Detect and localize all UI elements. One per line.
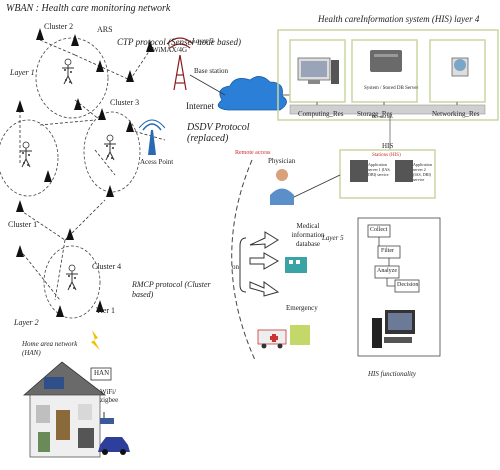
cluster-4-ellipse <box>43 245 101 319</box>
cluster-2-label: Cluster 2 <box>44 22 74 31</box>
ars-label: ARS <box>97 25 113 34</box>
networking-res-label: Networking_Res <box>432 110 480 118</box>
flow-decision: Decision <box>397 282 419 288</box>
han-box <box>90 367 112 381</box>
cluster-4-label: Cluster 4 <box>92 262 122 271</box>
flow-analyze: Analyze <box>377 268 397 274</box>
his-bus <box>289 104 486 115</box>
brace <box>239 237 247 293</box>
computing-res-icon <box>297 57 339 84</box>
his-functionality-label: HIS functionality <box>368 370 417 378</box>
flow-arrows <box>378 237 395 287</box>
medical-db-label: Medical information database <box>291 222 325 248</box>
storage-res-label: Storage_Res <box>357 110 393 118</box>
physician-label: Physician <box>268 157 296 165</box>
layer-5-label: Layer 5 <box>322 234 344 242</box>
rmcp-protocol-label: RMCP protocol (Cluster based) <box>132 280 211 299</box>
app-server-1-label: Application server 1 (IAS, DBI) service <box>368 162 391 177</box>
computing-res-label: Computing_Res <box>298 110 344 118</box>
patient-cluster-4 <box>65 264 79 291</box>
access-point-icon <box>138 119 166 155</box>
dsdv-label: DSDV Protocol (replaced) <box>187 122 250 144</box>
workstation-icon <box>372 310 415 348</box>
cluster-1-label: Cluster 1 <box>8 220 38 229</box>
internet-cloud-icon <box>217 76 287 111</box>
his-frame <box>277 29 499 121</box>
han-label: HAN <box>94 369 110 377</box>
bus-caption: HIS data bus <box>372 114 393 119</box>
ctp-protocol-label: CTP protocol (Senser node based) <box>117 37 241 47</box>
layer-2-label: Layer 2 <box>14 318 39 327</box>
layer-3-label: Layer 3 <box>192 37 214 45</box>
wimax-label: WiMAX/4G <box>152 46 188 54</box>
his-title: Health careInformation system (HIS) laye… <box>318 14 480 24</box>
networking-res-icon <box>451 57 469 77</box>
patient-cluster-1 <box>19 141 33 168</box>
cluster-3-label: Cluster 3 <box>110 98 140 107</box>
patient-cluster-3 <box>103 134 117 161</box>
his-label: HIS <box>382 142 394 150</box>
emergency-icon <box>257 325 310 349</box>
patient-cluster-2 <box>61 58 75 85</box>
flow-collect: Collect <box>370 227 388 233</box>
wifi-label: WiFi/ zigbee <box>100 388 119 404</box>
cluster-links <box>19 39 166 301</box>
access-point-label: Acess Point <box>140 158 174 166</box>
han-title-label: Home area network (HAN) <box>22 340 78 357</box>
remote-access-label: Remote access <box>235 150 271 156</box>
base-station-icon <box>166 37 194 91</box>
lightning-icon <box>91 330 100 350</box>
car-icon <box>98 437 130 455</box>
tier-1-label: Tier 1 <box>96 306 116 315</box>
remote-access-arc <box>231 159 256 361</box>
cluster-3-ellipse <box>83 111 141 193</box>
layer-1-label: Layer 1 <box>10 68 35 77</box>
base-station-label: Base station <box>194 67 229 75</box>
access-arrows <box>249 231 280 297</box>
emergency-label: Emergency <box>286 304 318 312</box>
storage-res-icon <box>370 50 402 72</box>
home-icon <box>22 361 107 458</box>
internet-label: Internet <box>186 101 214 111</box>
wban-title: WBAN : Health care monitoring network <box>6 3 171 14</box>
storage-caption: System / Stored DB Server <box>364 86 419 91</box>
on-label: on <box>232 263 239 271</box>
router-icon <box>100 412 114 424</box>
stations-caption: Stations (HIS) <box>372 153 401 158</box>
app-server-2-label: Application server 2 (IAS, DBI) service <box>413 162 432 182</box>
medical-db-icon <box>285 257 307 273</box>
cluster-1-ellipse <box>0 119 59 197</box>
flow-filter: Filter <box>381 248 394 254</box>
physician-icon <box>270 169 294 205</box>
cluster-2-ellipse <box>35 37 109 119</box>
